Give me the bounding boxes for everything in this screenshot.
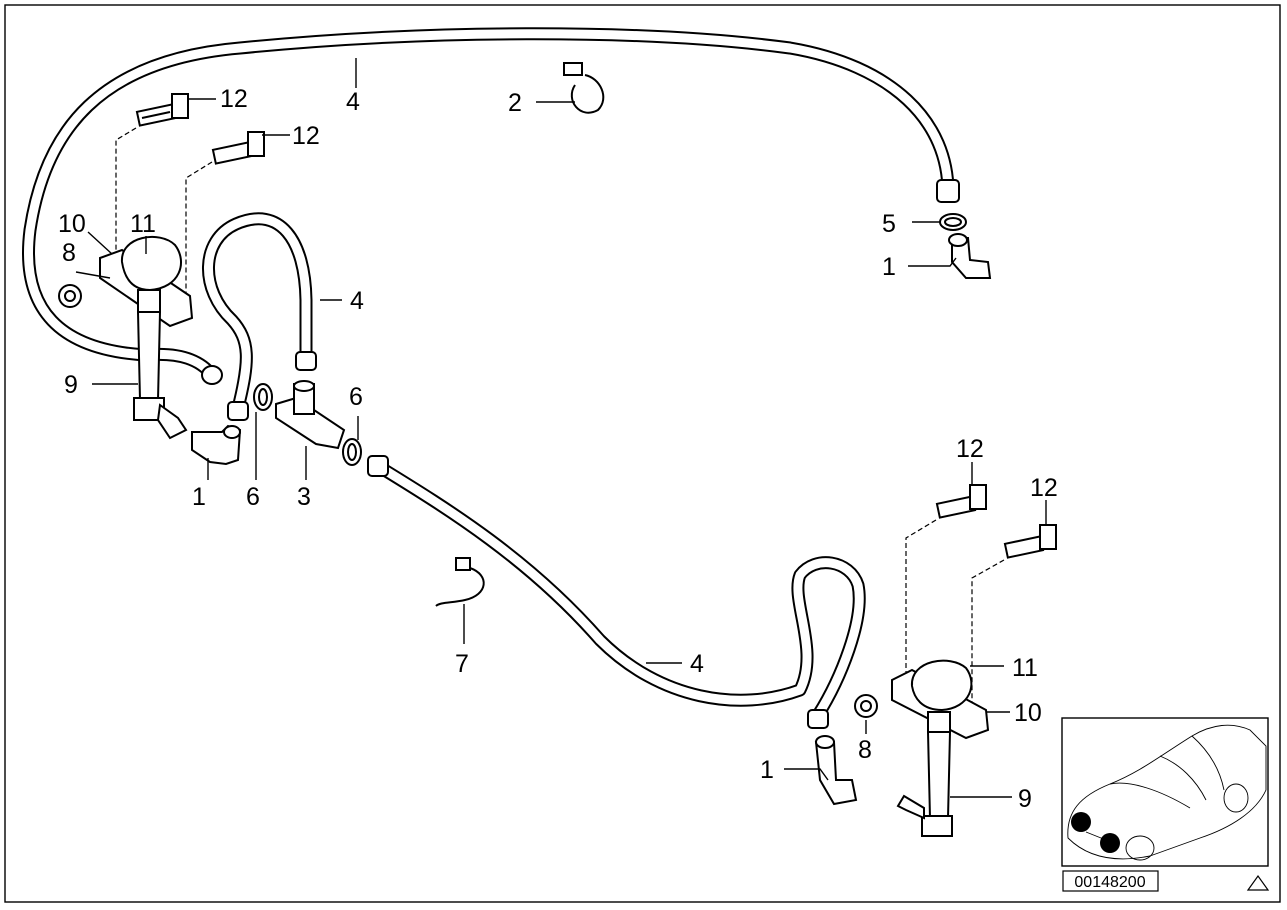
callout-4: 4	[350, 287, 364, 315]
t-connector-part-3	[275, 380, 346, 450]
callout-10: 10	[58, 210, 86, 238]
callout-7: 7	[455, 650, 469, 678]
callout-12: 12	[1030, 474, 1058, 502]
diagram-frame	[4, 4, 1281, 903]
nozzle-assembly-right	[854, 659, 990, 837]
callout-5: 5	[882, 210, 896, 238]
callout-12: 12	[956, 435, 984, 463]
clamp-part-6-left	[253, 383, 273, 411]
hose-part-4-lower	[367, 455, 866, 729]
callout-12: 12	[220, 85, 248, 113]
callout-8: 8	[62, 239, 76, 267]
nozzle-location-marker	[1071, 812, 1091, 832]
bolt-part-12-a	[135, 93, 189, 127]
bolt-part-12-d	[1003, 524, 1057, 559]
hose-part-4-top	[22, 27, 960, 385]
callout-9: 9	[1018, 785, 1032, 813]
elbow-part-1-right-bottom	[814, 735, 858, 806]
callout-1: 1	[882, 253, 896, 281]
bolt-part-12-c	[935, 484, 987, 519]
callout-11: 11	[130, 210, 156, 238]
hose-part-4-loop	[202, 212, 317, 421]
clip-part-2	[563, 62, 605, 114]
nozzle-assembly-left	[58, 236, 194, 440]
triangle-mark-icon	[1246, 874, 1270, 891]
clamp-part-6-right	[342, 438, 362, 466]
nozzle-location-marker	[1100, 833, 1120, 853]
callout-4: 4	[690, 650, 704, 678]
image-number: 00148200	[1074, 874, 1145, 891]
callout-6: 6	[349, 383, 363, 411]
callout-1: 1	[192, 483, 206, 511]
callout-4: 4	[346, 88, 360, 116]
callout-1: 1	[760, 756, 774, 784]
callout-6: 6	[246, 483, 260, 511]
image-number-box: 00148200	[1062, 870, 1159, 892]
callout-8: 8	[858, 736, 872, 764]
callout-labels: 4 2 12 12 10 11 8 4 5 1 9 6 1 6 3 12 12 …	[58, 85, 1058, 813]
callout-2: 2	[508, 89, 522, 117]
clamp-part-5	[939, 213, 967, 231]
callout-10: 10	[1014, 699, 1042, 727]
elbow-part-1-left	[191, 424, 242, 466]
callout-12: 12	[292, 122, 320, 150]
cable-part-7	[435, 557, 485, 607]
leader-lines	[75, 58, 1047, 798]
elbow-part-1-right-top	[948, 233, 992, 279]
callout-11: 11	[1012, 654, 1038, 682]
callout-3: 3	[297, 483, 311, 511]
vehicle-location-inset	[1061, 717, 1269, 867]
alignment-lines	[115, 127, 1005, 706]
bolt-part-12-b	[211, 131, 265, 165]
callout-9: 9	[64, 371, 78, 399]
